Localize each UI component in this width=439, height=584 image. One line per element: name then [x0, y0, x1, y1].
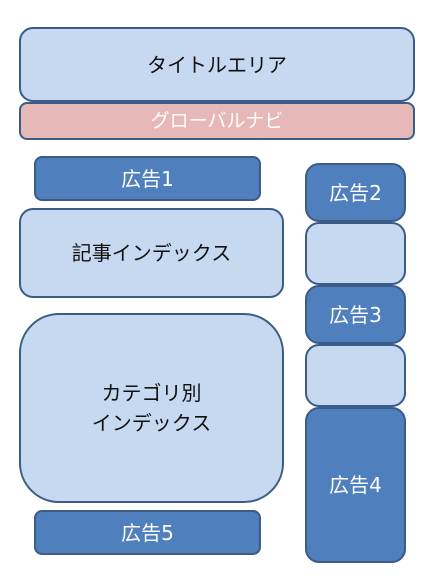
title-area: タイトルエリア: [19, 27, 415, 102]
article-index-label: 記事インデックス: [71, 241, 232, 265]
global-nav: グローバルナビ: [19, 102, 415, 140]
ad-2-label: 広告2: [329, 180, 382, 205]
article-index: 記事インデックス: [19, 208, 284, 298]
ad-1-label: 広告1: [121, 166, 174, 191]
ad-5-label: 広告5: [121, 520, 174, 545]
global-nav-label: グローバルナビ: [150, 110, 284, 132]
ad-1: 広告1: [34, 156, 261, 201]
ad-3-label: 広告3: [329, 302, 382, 327]
ad-5: 広告5: [34, 510, 261, 555]
category-index: カテゴリ別 インデックス: [19, 313, 284, 503]
sidebar-block-1: [305, 222, 406, 285]
sidebar-block-2: [305, 344, 406, 407]
ad-2: 広告2: [305, 163, 406, 222]
ad-4: 広告4: [305, 407, 406, 563]
ad-4-label: 広告4: [329, 473, 382, 497]
ad-3: 広告3: [305, 285, 406, 344]
category-index-label: カテゴリ別 インデックス: [91, 381, 212, 435]
title-area-label: タイトルエリア: [147, 52, 287, 77]
